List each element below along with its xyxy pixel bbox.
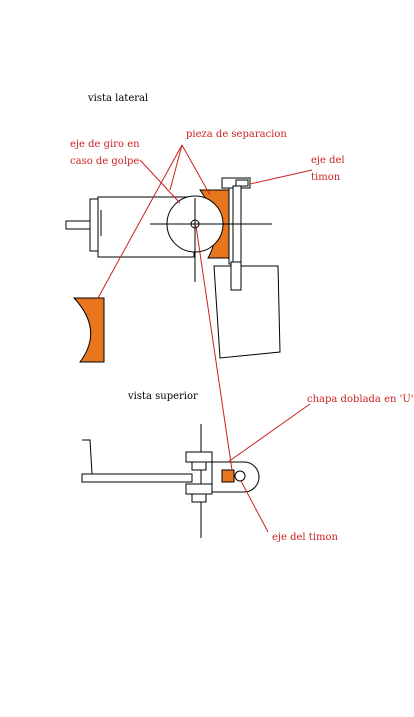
label-eje-del-timon: eje del timon — [272, 532, 339, 543]
separator-detail — [72, 297, 105, 363]
label-eje-del-line2: timon — [311, 172, 341, 183]
label-vista-lateral: vista lateral — [87, 93, 148, 104]
top-nut-lower-inner — [191, 493, 207, 503]
clamp-block-inner — [235, 179, 249, 187]
label-chapa-doblada: chapa doblada en 'U' — [307, 394, 414, 405]
leader-eje-timon-top — [240, 480, 269, 533]
leader-chapa — [227, 403, 311, 463]
leader-pieza-3 — [97, 144, 183, 299]
tiller-bar — [81, 473, 193, 483]
motor-shaft — [65, 220, 91, 230]
leader-pieza-1 — [169, 144, 183, 191]
top-nut-upper — [185, 451, 213, 463]
top-nut-upper-inner — [191, 461, 207, 471]
leader-lines — [97, 144, 313, 533]
leader-pieza-2 — [181, 144, 211, 196]
side-view — [65, 177, 281, 359]
rudder-shaft-top — [234, 470, 246, 482]
top-nut-lower — [185, 483, 213, 495]
spacer-piece-top — [221, 469, 235, 483]
label-eje-del-line1: eje del — [311, 155, 345, 166]
label-eje-giro-line1: eje de giro en — [70, 139, 140, 150]
rudder-shaft-lower — [230, 261, 242, 291]
leader-eje-del-timon-side — [249, 169, 313, 185]
label-eje-giro-line2: caso de golpe — [70, 156, 139, 167]
top-view — [81, 424, 260, 538]
leader-eje-giro — [139, 159, 181, 204]
rudder-blade — [213, 265, 281, 359]
leader-long-spacer — [195, 225, 233, 471]
tiller-arm — [82, 439, 93, 475]
separator-detail-shape — [72, 297, 105, 363]
label-vista-superior: vista superior — [127, 391, 198, 402]
motor-end-cap — [89, 198, 99, 252]
label-pieza-separacion: pieza de separacion — [186, 129, 287, 140]
